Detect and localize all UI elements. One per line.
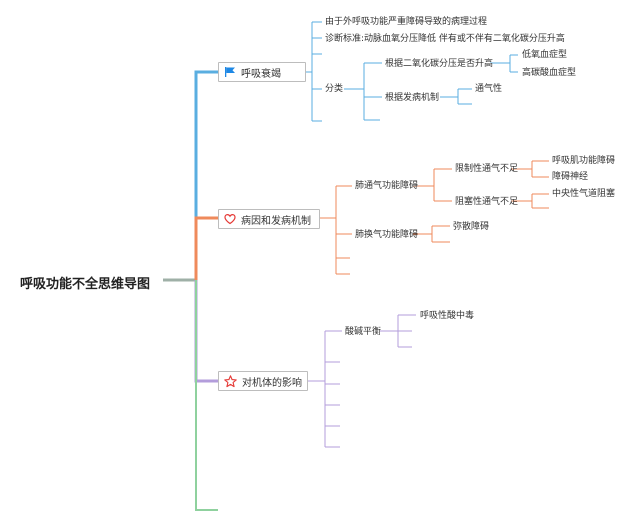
subtopic-resp-acidosis[interactable]: 呼吸性酸中毒 [420,311,475,321]
flag-icon [225,67,235,77]
trunk-branch-1 [194,70,218,280]
subtopic-restrictive[interactable]: 限制性通气不足 [455,164,519,174]
trunk-branch-3 [194,280,218,383]
subtopic-central-airway[interactable]: 中央性气道阻塞 [552,189,616,199]
subtopic-diffusion[interactable]: 弥散障碍 [453,222,490,232]
topic-respiratory-failure[interactable]: 呼吸衰竭 [218,62,306,82]
subtopic-ventilatory[interactable]: 通气性 [475,84,503,94]
topic-etiology-pathogenesis[interactable]: 病因和发病机制 [218,209,320,229]
subtopic-gas-exchange-dysfunction[interactable]: 肺换气功能障碍 [355,230,419,240]
topic-label: 呼吸衰竭 [241,68,281,80]
heart-icon [224,213,236,225]
subtopic-nerve[interactable]: 障碍神经 [552,172,589,182]
topic-label: 病因和发病机制 [241,215,311,227]
subtopic-diagnostic-criteria[interactable]: 诊断标准:动脉血氧分压降低 伴有或不伴有二氧化碳分压升高 [325,34,565,44]
subtopic-acid-base[interactable]: 酸碱平衡 [345,327,382,337]
subtopic-hypoxemic[interactable]: 低氧血症型 [522,50,568,60]
root-topic[interactable]: 呼吸功能不全思维导图 [20,277,151,292]
topic-label: 对机体的影响 [242,377,302,389]
subtopic-classification[interactable]: 分类 [325,84,344,94]
subtopic-hypercapnic[interactable]: 高碳酸血症型 [522,68,577,78]
star-icon [224,374,237,387]
trunk-branch-2 [194,216,218,280]
subtopic-obstructive[interactable]: 阻塞性通气不足 [455,197,519,207]
subtopic-definition[interactable]: 由于外呼吸功能严重障碍导致的病理过程 [325,17,488,27]
subtopic-ventilation-dysfunction[interactable]: 肺通气功能障碍 [355,181,419,191]
trunk-branch-4 [195,280,218,511]
topic-effects-on-body[interactable]: 对机体的影响 [218,371,308,391]
subtopic-by-mechanism[interactable]: 根据发病机制 [385,93,440,103]
subtopic-muscle-dysfunction[interactable]: 呼吸肌功能障碍 [552,156,616,166]
subtopic-by-co2[interactable]: 根据二氧化碳分压是否升高 [385,59,494,69]
